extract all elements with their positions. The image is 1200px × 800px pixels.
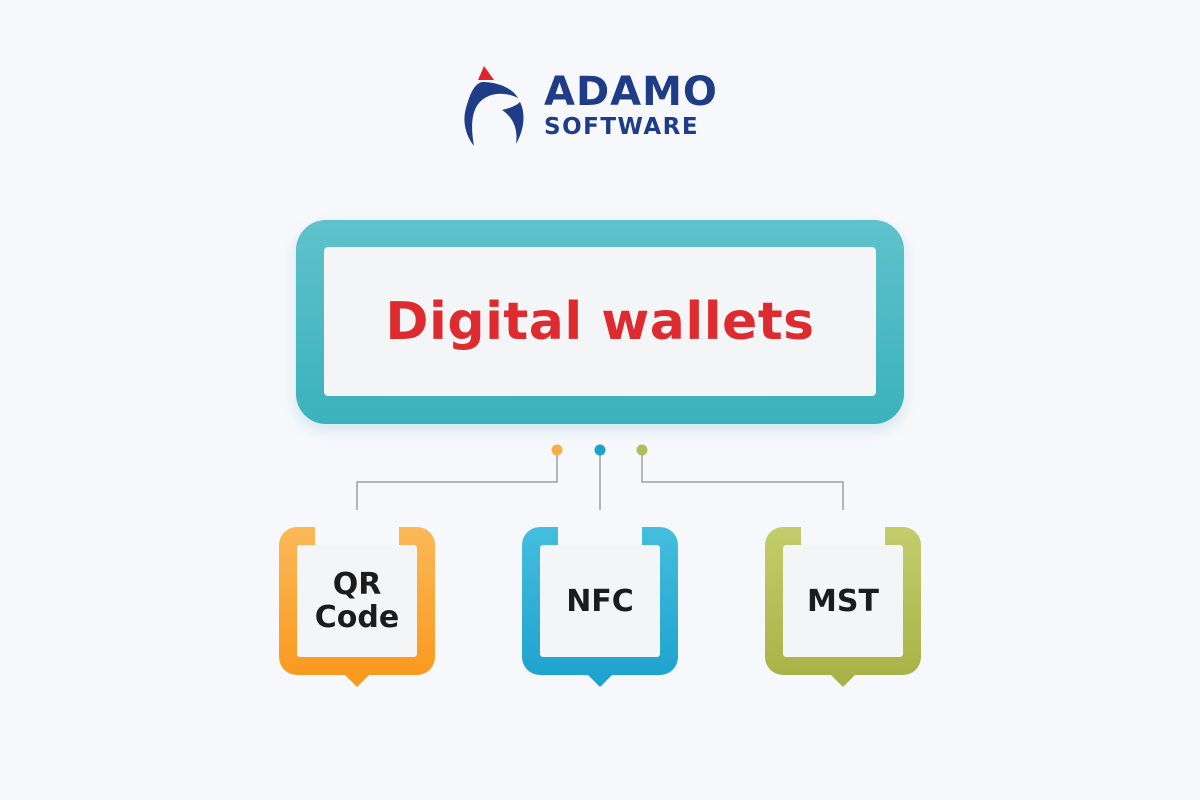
connector-dot-mst xyxy=(636,444,648,456)
option-card-mst: MST xyxy=(765,527,921,687)
option-label-qr-code: QR Code xyxy=(314,567,400,635)
option-card-pointer xyxy=(588,675,612,687)
option-label-mst: MST xyxy=(807,583,879,619)
logo-line-adamo: ADAMO xyxy=(544,69,718,115)
digital-wallets-title: Digital wallets xyxy=(385,291,815,352)
option-card-notch xyxy=(315,527,399,545)
logo-line-software: SOFTWARE xyxy=(544,114,700,140)
adamo-swoosh-logo-icon xyxy=(464,66,524,146)
digital-wallets-box-inner: Digital wallets xyxy=(324,247,876,396)
digital-wallets-box: Digital wallets xyxy=(296,220,904,424)
option-card-pointer xyxy=(345,675,369,687)
option-card-notch xyxy=(801,527,885,545)
option-label-nfc: NFC xyxy=(566,583,634,619)
option-card-inner: NFC xyxy=(540,545,660,657)
connector-line-qr xyxy=(356,450,558,510)
option-card-inner: MST xyxy=(783,545,903,657)
option-card-inner: QR Code xyxy=(297,545,417,657)
logo-wordmark: ADAMO SOFTWARE xyxy=(544,72,718,139)
option-card-nfc: NFC xyxy=(522,527,678,687)
adamo-software-logo: ADAMO SOFTWARE xyxy=(462,66,742,150)
connector-line-mst xyxy=(641,450,844,510)
connector-dot-qr xyxy=(551,444,563,456)
connector-dot-nfc xyxy=(594,444,606,456)
option-card-notch xyxy=(558,527,642,545)
option-card-qr-code: QR Code xyxy=(279,527,435,687)
option-card-pointer xyxy=(831,675,855,687)
